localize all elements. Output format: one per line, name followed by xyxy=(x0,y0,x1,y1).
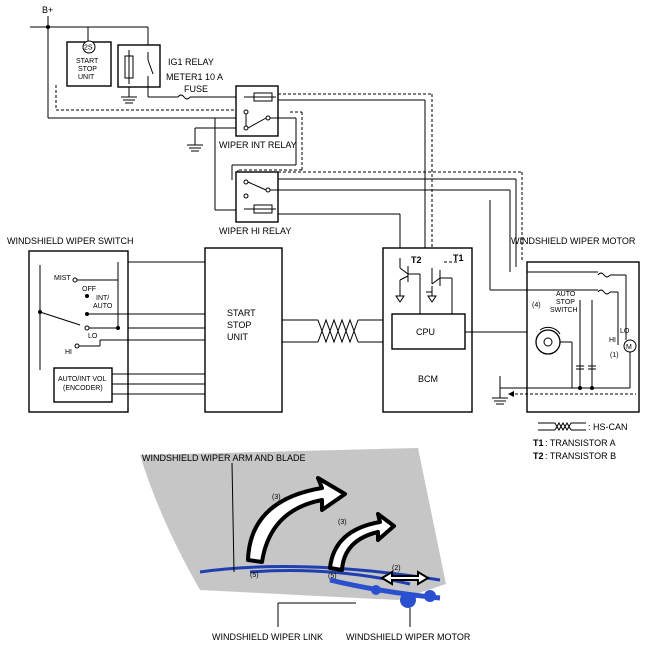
arc-arrow-small xyxy=(328,512,396,572)
svg-text:OFF: OFF xyxy=(82,286,96,293)
svg-text:HI: HI xyxy=(609,337,616,344)
svg-text:(4): (4) xyxy=(532,302,541,309)
svg-text:UNIT: UNIT xyxy=(78,74,95,81)
motor-label: WINDSHIELD WIPER MOTOR xyxy=(346,632,471,642)
svg-text:STOP: STOP xyxy=(78,66,97,73)
svg-text:INT/: INT/ xyxy=(96,295,109,302)
connector-2s-icon xyxy=(82,40,96,54)
hs-can-twisted-pair xyxy=(282,318,392,344)
label-3b: (3) xyxy=(338,519,347,526)
svg-text:AUTO: AUTO xyxy=(93,303,113,310)
legend-t2-val: : TRANSISTOR B xyxy=(545,451,616,461)
label-5a: (5) xyxy=(250,572,259,579)
label-5b: (5) xyxy=(328,573,337,580)
bcm-label: BCM xyxy=(418,374,438,384)
wiper-motor-illustration xyxy=(400,592,416,608)
fuse-label-1: METER1 10 A xyxy=(166,72,223,82)
svg-text:STOP: STOP xyxy=(556,299,575,306)
svg-text:M: M xyxy=(626,344,632,351)
label-2: (2) xyxy=(392,565,401,572)
svg-text:START: START xyxy=(76,58,99,65)
start-stop-unit-top: 2S START STOP UNIT xyxy=(66,40,112,87)
legend-t1-val: : TRANSISTOR A xyxy=(545,438,616,448)
ig1-relay-label: IG1 RELAY xyxy=(168,57,214,67)
svg-text:UNIT: UNIT xyxy=(227,332,248,342)
svg-text:(ENCODER): (ENCODER) xyxy=(63,385,103,392)
start-stop-unit-main: START STOP UNIT xyxy=(204,247,283,413)
wiper-motor-circuit: M LO HI (1) (4) AUTO STOP SWITCH xyxy=(492,261,640,413)
legend-hscan: : HS-CAN xyxy=(588,422,628,432)
wiper-int-relay xyxy=(235,85,296,137)
svg-text:SWITCH: SWITCH xyxy=(550,307,578,314)
svg-text:HI: HI xyxy=(65,349,72,356)
svg-text:AUTO: AUTO xyxy=(556,291,576,298)
windshield-illustration xyxy=(140,448,446,627)
label-3a: (3) xyxy=(272,494,281,501)
t1-label: T1 xyxy=(453,253,464,263)
svg-text:START: START xyxy=(227,308,256,318)
arm-blade-label: WINDSHIELD WIPER ARM AND BLADE xyxy=(142,453,306,463)
legend: : HS-CAN T1 : TRANSISTOR A T2 : TRANSIST… xyxy=(533,421,628,461)
wiper-motor-title: WINDSHIELD WIPER MOTOR xyxy=(511,236,636,246)
int-relay-wiring xyxy=(187,111,303,211)
svg-text:2S: 2S xyxy=(84,45,93,52)
svg-text:AUTO/INT VOL: AUTO/INT VOL xyxy=(58,376,106,383)
double-arrow xyxy=(380,570,430,586)
wiper-hi-relay xyxy=(235,171,279,223)
bcm: CPU BCM T2 T1 xyxy=(382,247,473,413)
relay-to-motor-wiring xyxy=(270,93,535,291)
wiper-hi-relay-label: WIPER HI RELAY xyxy=(219,226,291,236)
svg-text:(1): (1) xyxy=(610,352,619,359)
supply-label: B+ xyxy=(42,5,53,15)
svg-text:MIST: MIST xyxy=(54,275,71,282)
wiper-switch-title: WINDSHIELD WIPER SWITCH xyxy=(7,236,134,246)
svg-text:STOP: STOP xyxy=(227,320,251,330)
svg-text:LO: LO xyxy=(88,333,98,340)
legend-t2-key: T2 xyxy=(533,451,544,461)
arc-arrow-large xyxy=(246,476,347,564)
t2-label: T2 xyxy=(411,255,422,265)
legend-t1-key: T1 xyxy=(533,438,544,448)
ig1-relay xyxy=(117,44,161,104)
fuse-icon xyxy=(148,94,243,100)
svg-text:LO: LO xyxy=(620,328,630,335)
link-label: WINDSHIELD WIPER LINK xyxy=(212,632,323,642)
fuse-label-2: FUSE xyxy=(184,84,208,94)
cpu-label: CPU xyxy=(416,327,435,337)
switch-to-unit-wiring xyxy=(112,261,205,395)
wiper-int-relay-label: WIPER INT RELAY xyxy=(219,140,297,150)
wiper-switch: MIST OFF INT/ AUTO LO HI AUTO/INT VOL (E… xyxy=(28,250,205,413)
supply-wiring xyxy=(30,16,240,119)
windshield-glass xyxy=(140,448,446,600)
